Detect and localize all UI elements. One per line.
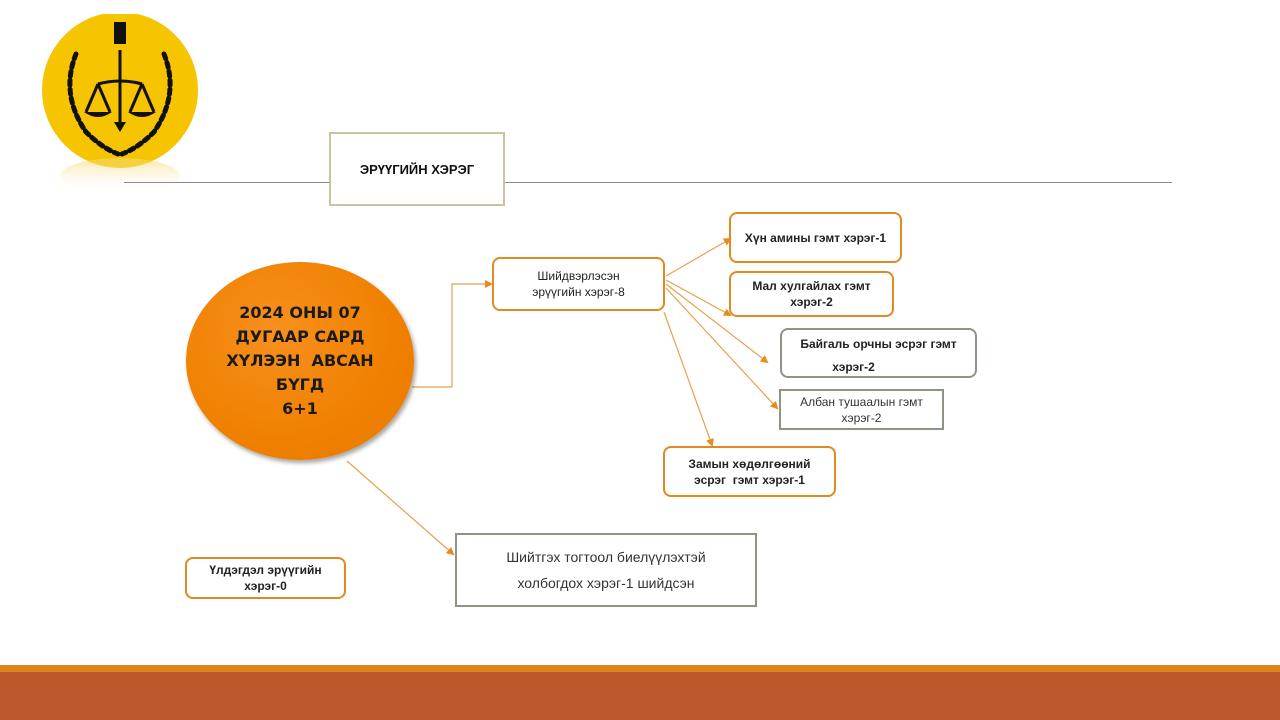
total-line-4: БҮГД [275, 375, 325, 394]
category-box-homicide: Хүн амины гэмт хэрэг-1 [729, 212, 902, 263]
category-5-line-2: эсрэг гэмт хэрэг-1 [694, 472, 805, 487]
resolved-cases-box: Шийдвэрлэсэн эрүүгийн хэрэг-8 [492, 257, 665, 311]
page-title-text: ЭРҮҮГИЙН ХЭРЭГ [359, 161, 475, 177]
category-box-traffic: Замын хөдөлгөөний эсрэг гэмт хэрэг-1 [663, 446, 836, 497]
execution-line-1: Шийтгэх тогтоол биелүүлэхтэй [506, 549, 706, 565]
total-line-3: ХҮЛЭЭН АВСАН [226, 351, 374, 370]
header-divider [124, 182, 1172, 183]
resolved-line-2: эрүүгийн хэрэг-8 [532, 285, 625, 299]
footer-band [0, 672, 1280, 720]
execution-decision-box: Шийтгэх тогтоол биелүүлэхтэй холбогдох х… [455, 533, 757, 607]
category-3-line-1: Байгаль орчны эсрэг гэмт [800, 337, 957, 351]
category-box-livestock-theft: Мал хулгайлах гэмт хэрэг-2 [729, 271, 894, 317]
remaining-line-1: Үлдэгдэл эрүүгийн [209, 563, 322, 577]
total-line-2: ДУГААР САРД [235, 327, 365, 346]
category-2-line-1: Мал хулгайлах гэмт [752, 279, 871, 293]
resolved-line-1: Шийдвэрлэсэн [537, 269, 620, 283]
category-2-line-2: хэрэг-2 [790, 295, 833, 309]
category-4-line-1: Албан тушаалын гэмт [800, 394, 923, 409]
arrow-center-to-execution [346, 460, 455, 556]
remaining-cases-box: Үлдэгдэл эрүүгийн хэрэг-0 [185, 557, 346, 599]
category-3-line-2: хэрэг-2 [832, 360, 875, 374]
arrow-center-to-resolved [412, 280, 493, 388]
remaining-line-2: хэрэг-0 [244, 579, 287, 593]
category-5-line-1: Замын хөдөлгөөний [688, 456, 811, 471]
court-emblem-logo [40, 12, 200, 194]
arrow-to-category-5 [663, 311, 714, 447]
category-box-environment: Байгаль орчны эсрэг гэмт хэрэг-2 [780, 328, 977, 378]
total-received-circle: 2024 ОНЫ 07 ДУГААР САРД ХҮЛЭЭН АВСАН БҮГ… [186, 262, 414, 460]
total-line-5: 6+1 [282, 399, 318, 418]
footer-accent-stripe [0, 665, 1280, 672]
category-1-line-1: Хүн амины гэмт хэрэг-1 [744, 230, 887, 245]
total-line-1: 2024 ОНЫ 07 [239, 303, 361, 322]
category-4-line-2: хэрэг-2 [841, 410, 882, 425]
page-title: ЭРҮҮГИЙН ХЭРЭГ [329, 132, 505, 206]
arrow-to-category-1 [665, 237, 732, 277]
category-box-official-duty: Албан тушаалын гэмт хэрэг-2 [779, 389, 944, 430]
execution-line-2: холбогдох хэрэг-1 шийдсэн [517, 575, 695, 591]
arrow-to-category-2 [665, 279, 732, 316]
